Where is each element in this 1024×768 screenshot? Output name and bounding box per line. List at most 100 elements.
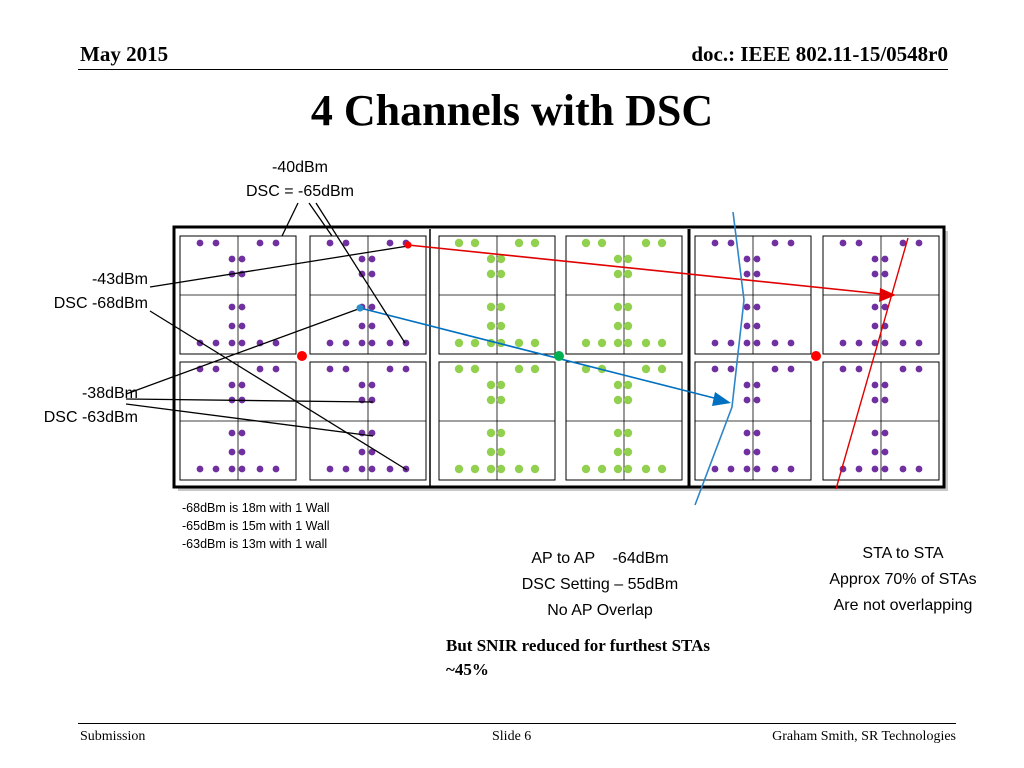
sta-dot bbox=[871, 322, 879, 330]
sta-dot bbox=[623, 428, 633, 438]
sta-dot bbox=[623, 269, 633, 279]
sta-dot bbox=[496, 321, 506, 331]
sta-dot bbox=[771, 339, 779, 347]
sta-dot bbox=[613, 395, 623, 405]
sta-link-source-blue bbox=[356, 304, 364, 312]
sta-dot bbox=[899, 465, 907, 473]
sta-dot bbox=[771, 239, 779, 247]
sta-dot bbox=[871, 381, 879, 389]
sta-dot bbox=[743, 448, 751, 456]
sta-dot bbox=[871, 448, 879, 456]
annotation-pointer-2 bbox=[308, 202, 333, 237]
sta-dot bbox=[256, 365, 264, 373]
sta-dot bbox=[871, 303, 879, 311]
sta-dot bbox=[871, 396, 879, 404]
sta-dot bbox=[743, 465, 751, 473]
sta-dot bbox=[623, 395, 633, 405]
sta-dot bbox=[212, 239, 220, 247]
sta-dot bbox=[454, 464, 464, 474]
sta-dot bbox=[454, 238, 464, 248]
sta-dot bbox=[899, 339, 907, 347]
sta-dot bbox=[915, 339, 923, 347]
sta-dot bbox=[711, 365, 719, 373]
annotation-pointer-5 bbox=[149, 310, 408, 471]
sta-dot bbox=[711, 465, 719, 473]
ap-to-ap-overlap: No AP Overlap bbox=[547, 602, 653, 619]
sta-dot bbox=[212, 339, 220, 347]
apartment-2 bbox=[179, 361, 297, 481]
sta-dot bbox=[368, 381, 376, 389]
sta-dot bbox=[454, 364, 464, 374]
ap-to-ap-rssi: AP to AP -64dBm bbox=[531, 550, 669, 567]
sta-dot bbox=[641, 464, 651, 474]
sta-dot bbox=[753, 270, 761, 278]
sta-dot bbox=[727, 465, 735, 473]
label-left1-rssi-value: -43dBm bbox=[91, 271, 148, 288]
sta-dot bbox=[368, 429, 376, 437]
sta-dot bbox=[496, 464, 506, 474]
sta-dot bbox=[496, 302, 506, 312]
sta-dot bbox=[368, 270, 376, 278]
sta-dot bbox=[753, 322, 761, 330]
sta-dot bbox=[871, 255, 879, 263]
sta-dot bbox=[787, 465, 795, 473]
sta-dot bbox=[657, 338, 667, 348]
sta-dot bbox=[496, 395, 506, 405]
sta-dot bbox=[881, 448, 889, 456]
slide-title: 4 Channels with DSC bbox=[310, 86, 714, 135]
sta-dot bbox=[753, 448, 761, 456]
sta-dot bbox=[871, 429, 879, 437]
sta-dot bbox=[342, 465, 350, 473]
sta-dot bbox=[272, 465, 280, 473]
sta-dot bbox=[228, 465, 236, 473]
apartment-5 bbox=[438, 235, 556, 355]
sta-dot bbox=[753, 339, 761, 347]
sta-dot bbox=[581, 364, 591, 374]
sta-dot bbox=[454, 338, 464, 348]
conclusion-note: But SNIR reduced for furthest STAs ~45% bbox=[446, 634, 710, 682]
sta-dot bbox=[368, 339, 376, 347]
sta-dot bbox=[486, 428, 496, 438]
sta-dot bbox=[272, 365, 280, 373]
sta-dot bbox=[402, 365, 410, 373]
coverage-boundary-blue bbox=[694, 211, 745, 506]
sta-dot bbox=[881, 255, 889, 263]
sta-dot bbox=[743, 429, 751, 437]
sta-dot bbox=[486, 464, 496, 474]
header-date: May 2015 bbox=[80, 42, 169, 66]
annotation-pointer-4 bbox=[149, 245, 409, 288]
sta-dot bbox=[386, 465, 394, 473]
label-left2-rssi-value: -38dBm bbox=[81, 385, 138, 402]
label-left2-rssi: -38dBm DSC -63dBm bbox=[14, 382, 138, 430]
sta-dot bbox=[470, 464, 480, 474]
sta-dot bbox=[496, 428, 506, 438]
annotation-pointer-3 bbox=[315, 202, 406, 344]
sta-dot bbox=[613, 269, 623, 279]
sta-dot bbox=[899, 365, 907, 373]
annotation-pointer-7 bbox=[125, 398, 374, 403]
sta-dot bbox=[212, 465, 220, 473]
range-notes: -68dBm is 18m with 1 Wall -65dBm is 15m … bbox=[182, 499, 330, 553]
conclusion-line-1: But SNIR reduced for furthest STAs bbox=[446, 636, 710, 655]
range-note-68: -68dBm is 18m with 1 Wall bbox=[182, 501, 330, 515]
apartment-10 bbox=[694, 361, 812, 481]
sta-dot bbox=[386, 239, 394, 247]
sta-dot bbox=[238, 429, 246, 437]
sta-dot bbox=[753, 465, 761, 473]
sta-dot bbox=[743, 303, 751, 311]
sta-dot bbox=[771, 465, 779, 473]
sta-dot bbox=[641, 338, 651, 348]
link-blue-arrowhead bbox=[712, 392, 731, 406]
sta-dot bbox=[613, 254, 623, 264]
sta-dot bbox=[496, 380, 506, 390]
annotation-pointer-8 bbox=[125, 403, 374, 437]
sta-dot bbox=[855, 465, 863, 473]
sta-dot bbox=[839, 339, 847, 347]
sta-dot bbox=[743, 322, 751, 330]
sta-dot bbox=[753, 429, 761, 437]
sta-dot bbox=[727, 365, 735, 373]
sta-dot bbox=[326, 365, 334, 373]
apartment-3 bbox=[309, 235, 427, 355]
sta-dot bbox=[238, 255, 246, 263]
sta-dot bbox=[743, 255, 751, 263]
